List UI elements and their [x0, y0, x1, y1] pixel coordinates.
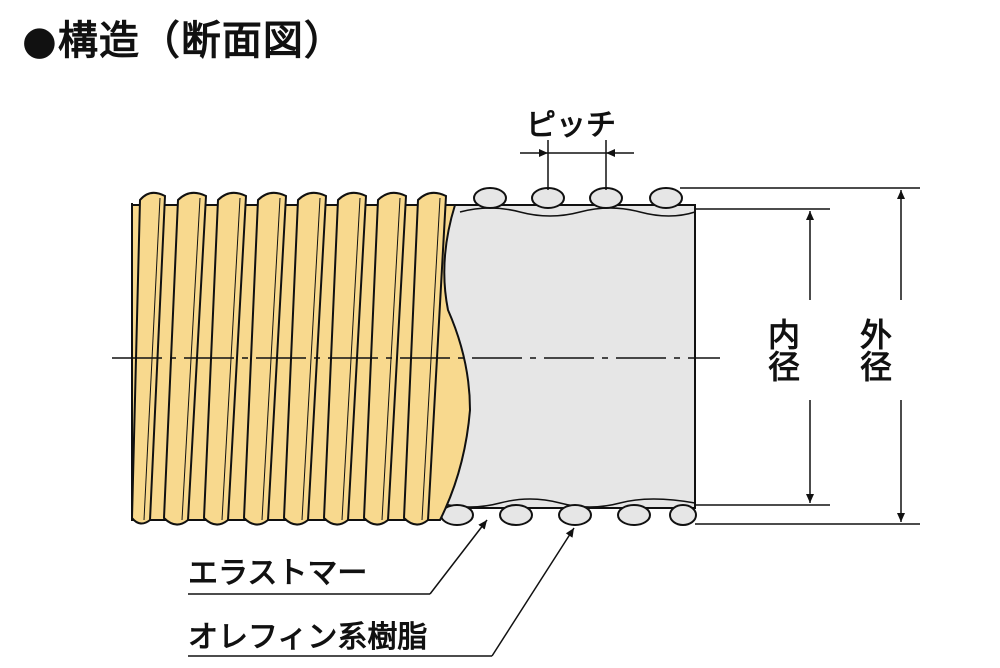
olefin-resin-label: オレフィン系樹脂: [188, 620, 428, 655]
bottom-coil-sections: [440, 504, 697, 526]
tube-body: [439, 204, 696, 509]
inner-diameter-dimension: [695, 208, 830, 506]
outer-diameter-label: 外径: [855, 318, 893, 382]
coil-bump: [473, 187, 507, 209]
coil-bump: [531, 187, 565, 209]
leader-lines: [188, 519, 575, 657]
coil-bump: [499, 504, 533, 526]
pitch-label: ピッチ: [526, 108, 616, 143]
outer-diameter-dimension: [680, 187, 920, 525]
tube-bottom-edge: [439, 498, 696, 508]
inner-diameter-label: 内径: [763, 318, 801, 382]
tube-top-edge: [459, 207, 696, 217]
coil-bump: [617, 504, 651, 526]
coil-bump: [558, 504, 592, 526]
page-title: ●構造（断面図）: [22, 18, 345, 64]
helix-coil-shading: [143, 197, 441, 521]
pitch-dimension: [520, 140, 634, 190]
coil-bump: [669, 504, 697, 526]
coil-bump: [589, 187, 623, 209]
coil-bump: [649, 187, 683, 209]
elastomer-label: エラストマー: [188, 556, 368, 591]
